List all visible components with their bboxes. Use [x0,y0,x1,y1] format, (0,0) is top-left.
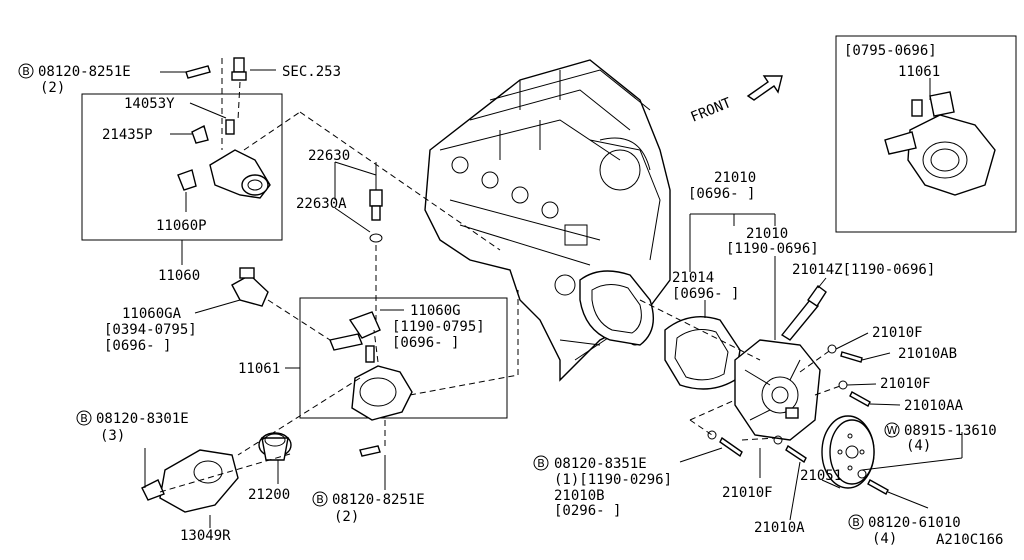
bottom-bolt [359,445,381,457]
label-21010F-3: 21010F [722,485,773,501]
label-qty-4-washer: (4) [906,438,931,454]
water-pump-gasket-21014 [664,316,741,390]
label-11060: 11060 [158,268,200,284]
sensor-22630 [369,189,383,243]
bolt-marker-1: B [18,63,34,79]
bolt-marker-5: B [848,514,864,530]
label-ref-code: A210C166 [936,532,1003,548]
labels: 08120-8251E (2) SEC.253 14053Y 21435P 11… [38,43,1003,548]
label-21010F-2: 21010F [880,376,931,392]
bolt-marker-3: B [312,491,328,507]
label-1-1190-0296: (1)[1190-0296] [554,472,672,488]
front-arrow-icon [746,75,783,101]
pump-pulley-21051 [821,415,875,489]
label-date-0696-c: [0696- ] [688,186,755,202]
svg-text:B: B [852,516,860,529]
svg-text:W: W [887,424,898,437]
label-qty-4-bolt: (4) [872,531,897,547]
label-13049R: 13049R [180,528,231,544]
leader-lines [144,69,963,528]
label-21010-b: 21010 [746,226,788,242]
label-21435P: 21435P [102,127,153,143]
label-date-1190-0795: [1190-0795] [392,319,485,335]
pipe-11060GA [231,267,269,307]
svg-text:B: B [22,65,30,78]
label-sec253: SEC.253 [282,64,341,80]
pump-gasket [579,270,654,346]
label-21010A: 21010A [754,520,805,536]
label-08120-8351E: 08120-8351E [554,456,647,472]
water-outlet-box [299,297,508,419]
thermostat-housing-11060P [177,119,271,199]
label-08120-8301E: 08120-8301E [96,411,189,427]
label-11060GA: 11060GA [122,306,182,322]
bolt-marker-2: B [76,410,92,426]
svg-text:B: B [316,493,324,506]
label-11061-main: 11061 [238,361,280,377]
inset-box [835,35,1017,233]
label-21014Z: 21014Z[1190-0696] [792,262,935,278]
label-date-0696-d: [0696- ] [672,286,739,302]
label-21014: 21014 [672,270,714,286]
label-qty-2-top: (2) [40,80,65,96]
label-21200: 21200 [248,487,290,503]
label-date-0296: [0296- ] [554,503,621,519]
label-08120-8251E-top: 08120-8251E [38,64,131,80]
label-date-0696-a: [0696- ] [104,338,171,354]
washer-marker: W [884,422,900,438]
label-08915-13610: 08915-13610 [904,423,997,439]
label-qty-2-bottom: (2) [334,509,359,525]
svg-text:B: B [80,412,88,425]
label-21051: 21051 [800,468,842,484]
label-21010B: 21010B [554,488,605,504]
label-qty-3: (3) [100,428,125,444]
dashed-connectors [159,58,844,493]
label-22630A: 22630A [296,196,347,212]
label-inset-date: [0795-0696] [844,43,937,59]
label-date-0696-b: [0696- ] [392,335,459,351]
water-outlet-11061 [329,311,413,421]
label-21010F-1: 21010F [872,325,923,341]
label-inset-11061: 11061 [898,64,940,80]
inset-water-outlet [884,91,996,196]
label-14053Y: 14053Y [124,96,175,112]
label-22630: 22630 [308,148,350,164]
top-bolt [185,65,211,79]
label-08120-8251E-bottom: 08120-8251E [332,492,425,508]
bolt-marker-4: B [533,455,549,471]
label-21010AB: 21010AB [898,346,957,362]
label-08120-61010: 08120-61010 [868,515,961,531]
pump-sensor-21014Z [780,285,827,341]
top-sensor-sec253 [231,57,247,81]
label-21010-a: 21010 [714,170,756,186]
label-front: FRONT [689,95,735,126]
label-date-1190-0696: [1190-0696] [726,241,819,257]
label-21010AA: 21010AA [904,398,964,414]
water-pump-body [734,339,821,441]
label-11060G: 11060G [410,303,461,319]
thermostat-21200 [258,432,292,461]
thermostat-cover-13049R [141,449,239,513]
label-date-0394-0795: [0394-0795] [104,322,197,338]
label-11060P: 11060P [156,218,207,234]
svg-text:B: B [537,457,545,470]
